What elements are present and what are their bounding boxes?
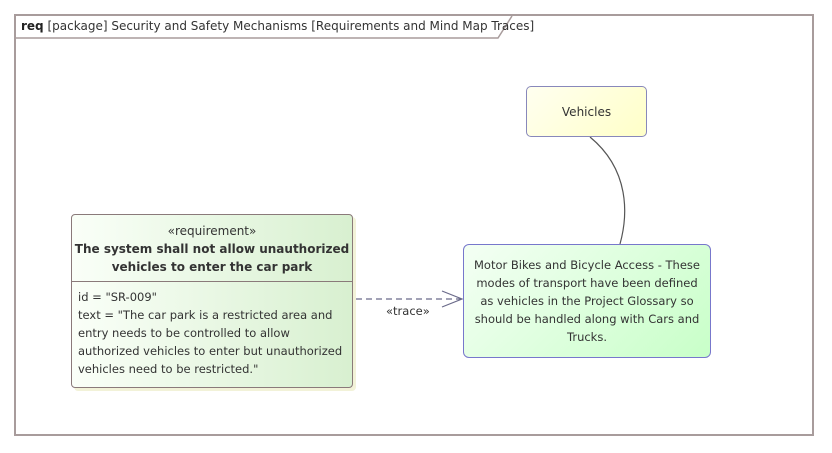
trace-label: «trace» <box>386 304 430 318</box>
frame-title: req [package] Security and Safety Mechan… <box>14 14 534 38</box>
requirement-text: text = "The car park is a restricted are… <box>78 308 343 376</box>
requirement-name: The system shall not allow unauthorized … <box>74 242 350 274</box>
mindmap-link[interactable] <box>589 136 626 245</box>
mindmap-note[interactable]: Motor Bikes and Bicycle Access - These m… <box>463 244 711 358</box>
vehicles-label: Vehicles <box>561 104 612 119</box>
requirement-header: «requirement» The system shall not allow… <box>72 215 352 282</box>
frame-tab-outline <box>14 15 513 39</box>
requirement-element[interactable]: «requirement» The system shall not allow… <box>71 214 353 388</box>
frame-title-text: [package] Security and Safety Mechanisms… <box>47 19 535 33</box>
diagram-frame <box>14 14 814 436</box>
requirement-id: id = "SR-009" <box>78 290 157 304</box>
vehicles-node[interactable]: Vehicles <box>526 86 647 137</box>
stereotype-label: «requirement» <box>167 224 257 238</box>
trace-arrowhead <box>441 290 464 308</box>
note-text: Motor Bikes and Bicycle Access - These m… <box>474 258 700 344</box>
frame-kind: req <box>21 19 44 33</box>
requirement-attributes: id = "SR-009" text = "The car park is a … <box>72 282 352 384</box>
